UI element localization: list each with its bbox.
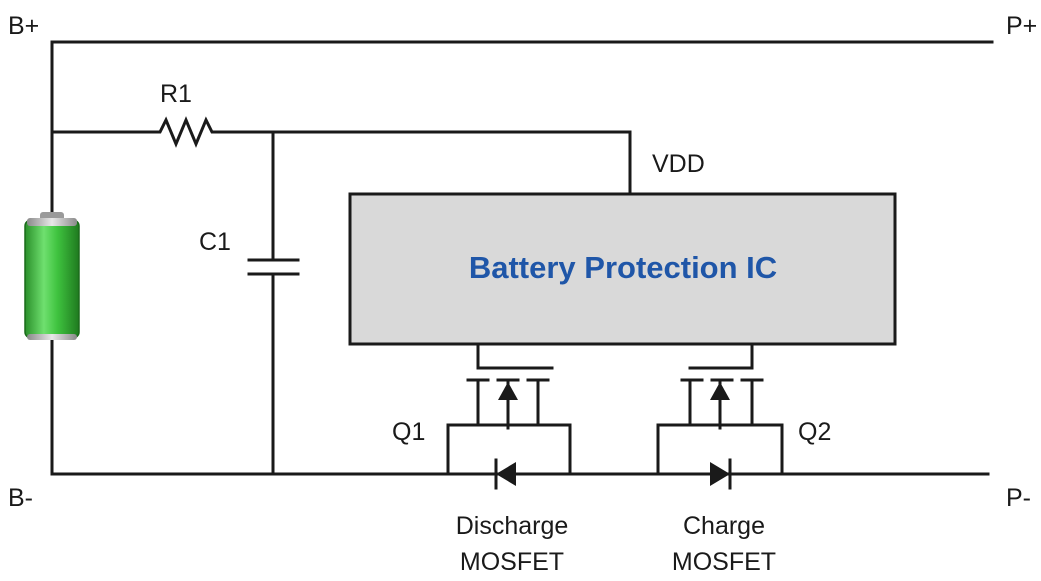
- discharge-caption-line2: MOSFET: [460, 548, 564, 576]
- r1-label: R1: [160, 80, 192, 108]
- b-plus-label: B+: [8, 12, 39, 40]
- c1-label: C1: [199, 228, 231, 256]
- charge-caption-line1: Charge: [683, 512, 765, 540]
- p-plus-label: P+: [1006, 12, 1037, 40]
- vdd-label: VDD: [652, 150, 705, 178]
- battery-protection-ic-box: [348, 192, 897, 346]
- battery-icon: [24, 212, 80, 340]
- discharge-caption-line1: Discharge: [456, 512, 569, 540]
- b-minus-label: B-: [8, 484, 33, 512]
- resistor-symbol: [150, 116, 222, 148]
- discharge-mosfet-symbol: [446, 342, 572, 490]
- charge-caption-line2: MOSFET: [672, 548, 776, 576]
- p-minus-label: P-: [1006, 484, 1031, 512]
- q2-label: Q2: [798, 418, 831, 446]
- ic-title: Battery Protection IC: [469, 250, 777, 285]
- q1-label: Q1: [392, 418, 425, 446]
- charge-mosfet-symbol: [656, 342, 784, 490]
